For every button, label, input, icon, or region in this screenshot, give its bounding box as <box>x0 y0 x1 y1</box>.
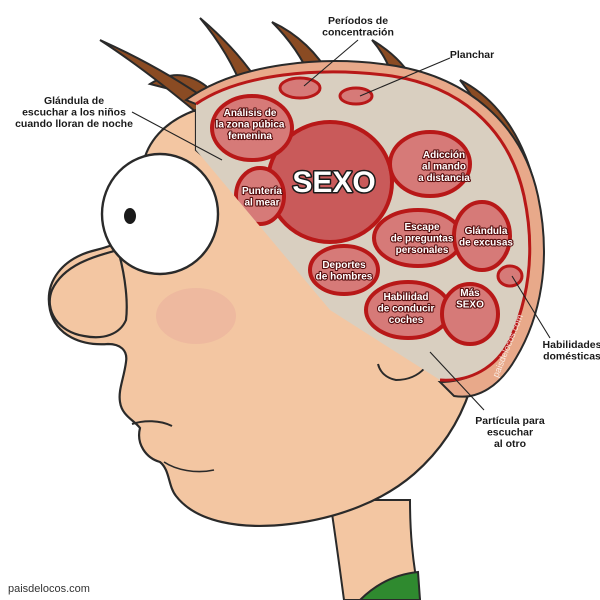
label-planchar: Planchar <box>450 49 494 61</box>
label-line: Habilidad <box>383 292 428 303</box>
brain-cell-mas-sexo <box>440 282 500 346</box>
label-line: de conducir <box>378 304 435 315</box>
label-line: de hombres <box>316 272 373 283</box>
brain-outline <box>195 70 532 382</box>
leader-lines <box>131 39 551 411</box>
brain-cell-periodos <box>278 76 322 100</box>
label-line: la zona púbica <box>216 120 285 131</box>
label-sexo: SEXO <box>292 166 375 199</box>
pupil <box>124 208 136 224</box>
label-line: al otro <box>494 438 526 450</box>
label-line: al mear <box>244 198 279 209</box>
label-line: al mando <box>422 162 466 173</box>
shirt <box>358 570 422 600</box>
label-line: Partícula para <box>475 415 545 427</box>
label-line: de excusas <box>459 238 513 249</box>
label-line: femenina <box>228 131 272 142</box>
neck <box>328 499 422 600</box>
label-line: Glándula <box>465 226 508 237</box>
brain-cell-excusas <box>452 200 512 272</box>
label-line: Más <box>460 288 480 299</box>
label-line: personales <box>396 245 449 256</box>
label-line: Períodos de <box>328 15 388 27</box>
label-line: domésticas <box>543 351 600 363</box>
label-line: SEXO <box>456 300 484 311</box>
label-line: a distancia <box>418 173 470 184</box>
brain-cell-deportes <box>308 244 380 296</box>
label-line: Adicción <box>423 150 465 161</box>
brain-cell-punteria <box>234 166 286 226</box>
brain-cell-adiccion <box>388 130 472 198</box>
neck-shirt <box>328 499 422 600</box>
leader-glandula-ninos <box>131 111 223 161</box>
eyeball <box>100 152 220 276</box>
nose <box>48 248 128 339</box>
watermark: paisdelocos.com <box>8 583 90 595</box>
brain-cell-small <box>338 86 374 106</box>
label-line: de preguntas <box>391 234 454 245</box>
mouth <box>131 420 173 427</box>
label-line: Análisis de <box>224 108 277 119</box>
label-line: Deportes <box>322 260 366 271</box>
label-line: escuchar <box>487 427 533 439</box>
label-line: Habilidades <box>543 339 600 351</box>
label-line: Planchar <box>450 49 494 61</box>
leader-planchar <box>359 57 451 97</box>
leader-periodos <box>303 39 359 87</box>
label-line: Glándula de <box>44 95 104 107</box>
label-line: concentración <box>322 27 394 39</box>
leader-particula <box>429 351 485 411</box>
eye <box>100 152 220 276</box>
label-line: escuchar a los niños <box>22 107 126 119</box>
label-line: Puntería <box>242 186 282 197</box>
leader-habilidades <box>511 275 551 339</box>
chin-line <box>163 461 215 473</box>
brain-cell-small <box>496 264 524 288</box>
brain-cell-analisis <box>210 94 294 162</box>
label-line: coches <box>389 315 424 326</box>
label-line: Escape <box>404 222 439 233</box>
label-line: SEXO <box>292 166 375 199</box>
cheek-blush <box>156 288 236 344</box>
label-line: cuando lloran de noche <box>15 118 133 130</box>
